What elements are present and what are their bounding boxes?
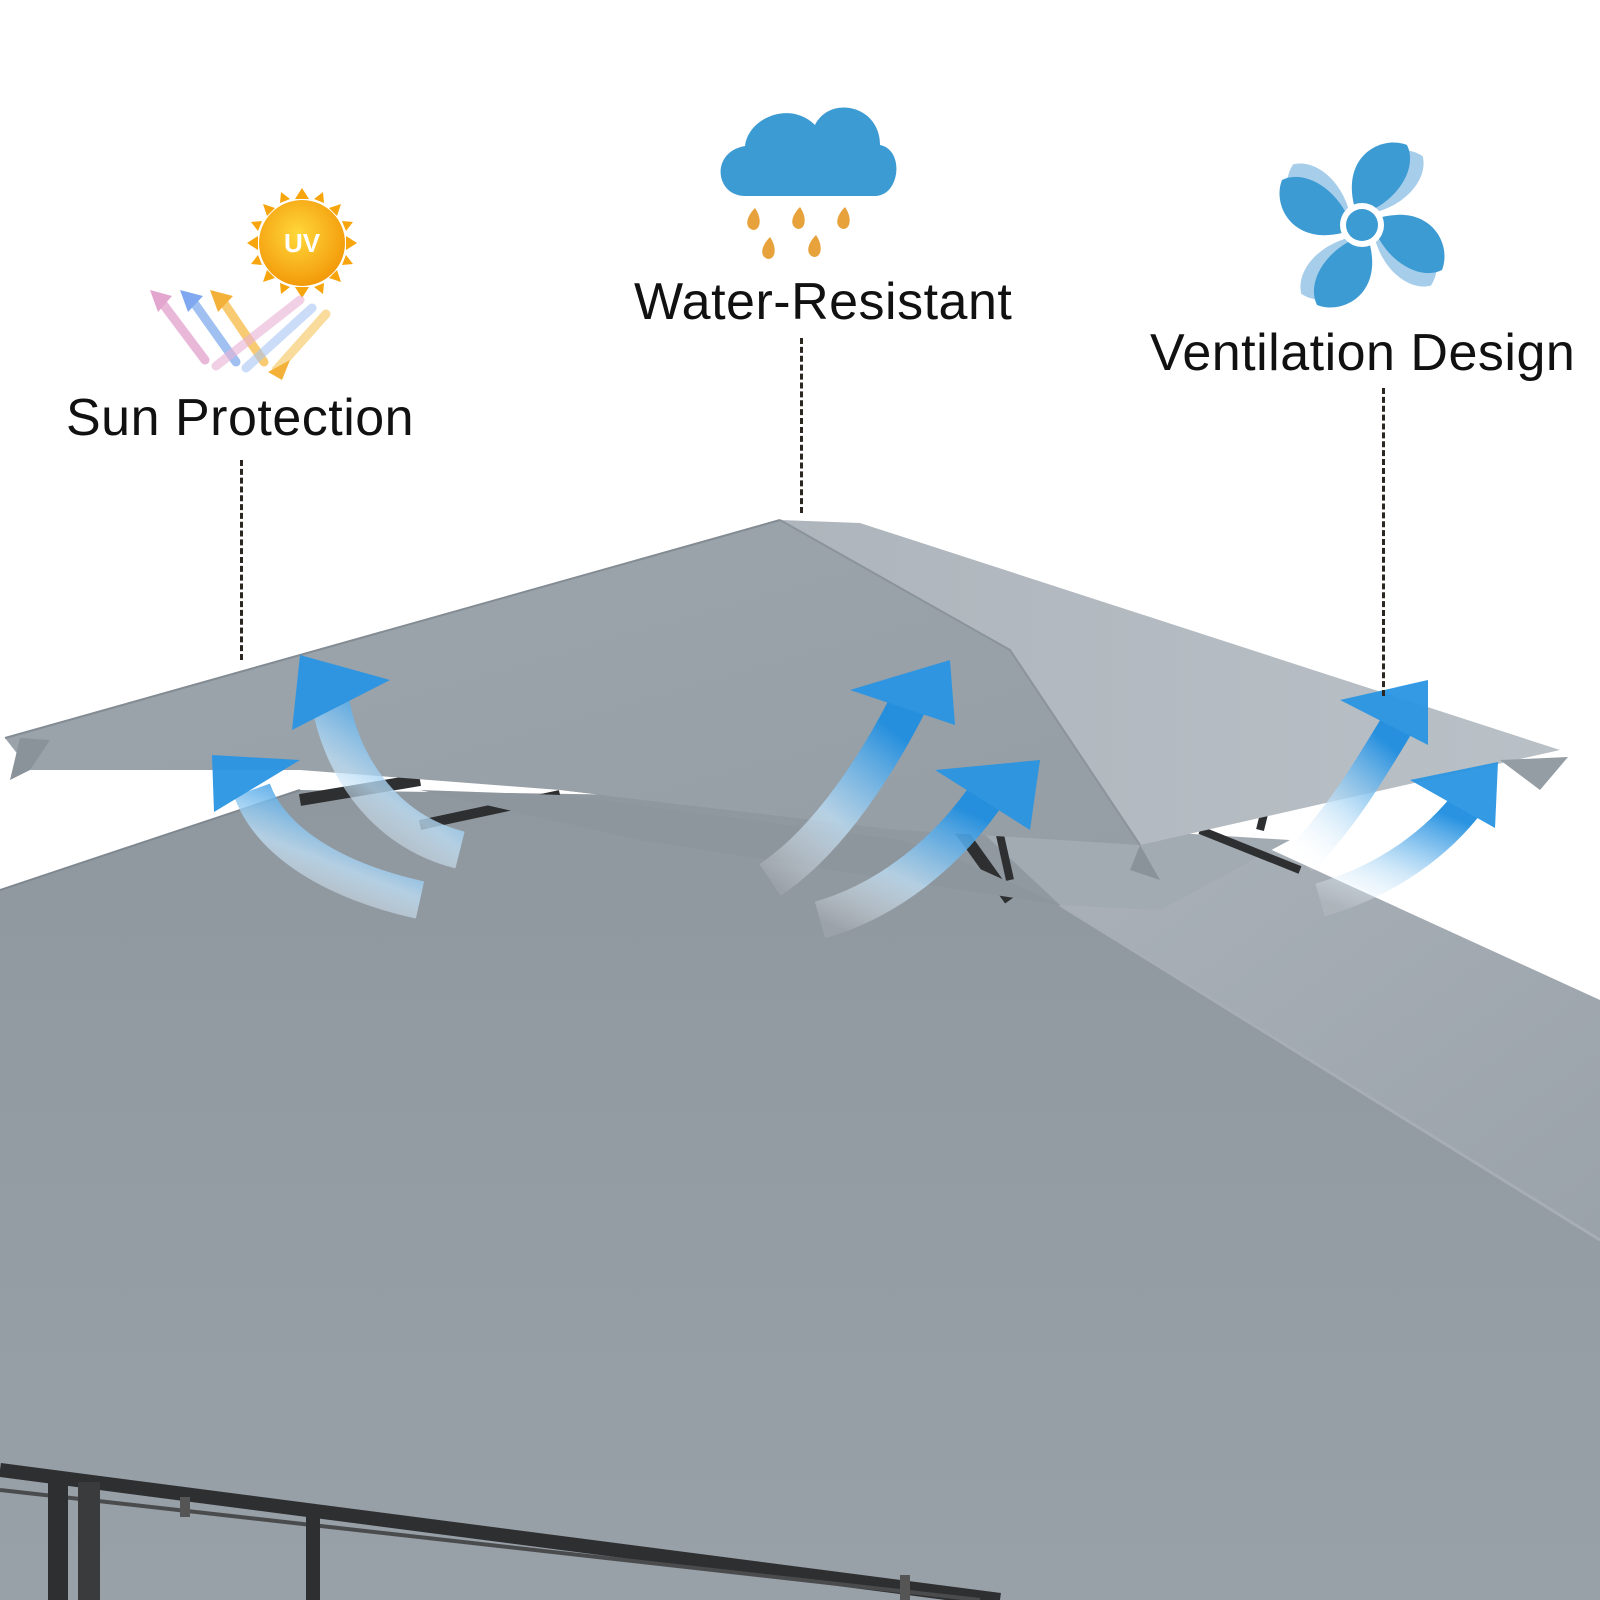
airflow-arrow [1287,680,1428,873]
airflow-arrow [292,655,466,869]
sun-protection-leader-line [240,460,243,660]
ventilation-design-leader-line [1382,388,1385,696]
fan-icon [1279,142,1445,308]
uv-sun-icon: UV [247,188,357,298]
sun-protection-label: Sun Protection [66,389,415,447]
water-resistant-label: Water-Resistant [634,273,1013,331]
airflow-arrow [1315,762,1498,917]
lower-canopy [0,789,1600,1600]
ventilation-design-label: Ventilation Design [1150,324,1576,382]
uv-badge-text: UV [284,228,321,258]
gazebo-frame [0,1463,1001,1600]
water-resistant-leader-line [800,338,803,513]
rain-cloud-icon [720,107,897,259]
airflow-arrows [212,655,1498,939]
airflow-arrow [814,760,1040,939]
airflow-arrow [212,755,425,919]
uv-rays-icon [150,290,331,380]
airflow-arrow [759,660,955,896]
